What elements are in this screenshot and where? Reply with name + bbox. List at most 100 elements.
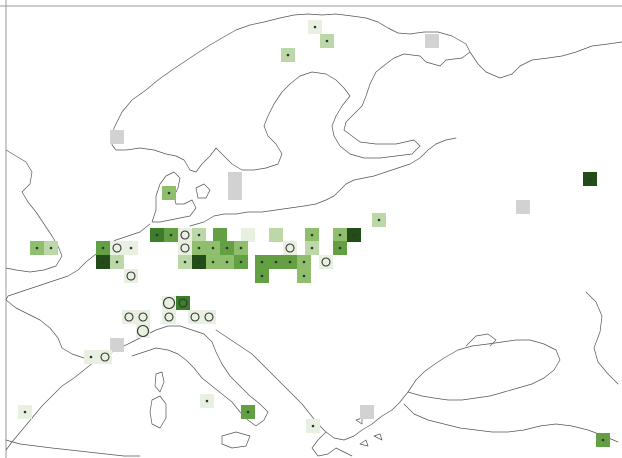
grid-cell-shade-2[interactable]: [269, 228, 283, 242]
cell-ring-marker: [138, 312, 148, 322]
coast-italy: [119, 325, 269, 427]
grid-cell-shade-1[interactable]: [136, 324, 150, 338]
coast-turkey: [403, 403, 619, 443]
cell-dot-marker: [225, 246, 229, 250]
coast-iberia-east: [5, 361, 95, 451]
cell-dot-marker: [310, 246, 314, 250]
cell-ring-marker: [180, 230, 190, 240]
cell-ring-marker: [321, 257, 331, 267]
coast-sardinia: [149, 395, 167, 429]
grid-cell-shade-4[interactable]: [213, 228, 227, 242]
grid-cell-shade-1[interactable]: [178, 241, 192, 255]
cell-dot-marker: [310, 233, 314, 237]
coast-zealand: [195, 183, 211, 199]
cell-dot-marker: [260, 274, 264, 278]
cell-dot-marker: [169, 233, 173, 237]
grid-cell-shade-1[interactable]: [162, 296, 176, 310]
coast-scandinavia: [111, 13, 471, 173]
cell-dot-marker: [197, 260, 201, 264]
cell-dot-marker: [377, 218, 381, 222]
cell-dot-marker: [197, 233, 201, 237]
grid-cell-shade-1[interactable]: [98, 350, 112, 364]
cell-dot-marker: [23, 410, 27, 414]
coast-white-sea: [469, 41, 622, 79]
cell-dot-marker: [601, 438, 605, 442]
cell-dot-marker: [129, 246, 133, 250]
coast-crimea: [465, 333, 497, 347]
cell-ring-marker: [178, 298, 188, 308]
cell-dot-marker: [101, 246, 105, 250]
cell-dot-marker: [211, 260, 215, 264]
grid-cell-shade-1[interactable]: [178, 228, 192, 242]
cell-dot-marker: [325, 39, 329, 43]
cell-dot-marker: [338, 233, 342, 237]
grid-cell-no-data[interactable]: [425, 34, 439, 48]
grid-cell-no-data[interactable]: [228, 172, 242, 186]
coast-aegean-islands: [355, 417, 383, 447]
cell-ring-marker: [190, 312, 200, 322]
coast-caspian: [585, 291, 619, 385]
grid-cell-shade-1[interactable]: [202, 310, 216, 324]
cell-dot-marker: [338, 246, 342, 250]
cell-dot-marker: [302, 274, 306, 278]
coast-black-sea: [407, 339, 561, 401]
cell-dot-marker: [313, 25, 317, 29]
grid-cell-no-data[interactable]: [110, 338, 124, 352]
cell-large-ring-marker: [162, 296, 176, 310]
cell-ring-marker: [285, 243, 295, 253]
cell-dot-marker: [239, 246, 243, 250]
coast-north-africa: [5, 439, 141, 457]
cell-ring-marker: [100, 352, 110, 362]
cell-large-ring-marker: [136, 324, 150, 338]
cell-dot-marker: [311, 424, 315, 428]
cell-dot-marker: [167, 191, 171, 195]
grid-cell-shade-5[interactable]: [176, 296, 190, 310]
grid-cell-shade-1[interactable]: [162, 310, 176, 324]
grid-cell-shade-1[interactable]: [319, 255, 333, 269]
grid-cells: [18, 20, 610, 447]
coast-sicily: [221, 431, 251, 449]
cell-dot-marker: [115, 260, 119, 264]
cell-dot-marker: [260, 260, 264, 264]
grid-cell-shade-1[interactable]: [283, 241, 297, 255]
cell-dot-marker: [35, 246, 39, 250]
cell-dot-marker: [588, 177, 592, 181]
cell-ring-marker: [204, 312, 214, 322]
cell-dot-marker: [274, 260, 278, 264]
cell-dot-marker: [183, 260, 187, 264]
cell-dot-marker: [205, 399, 209, 403]
cell-dot-marker: [352, 233, 356, 237]
grid-cell-no-data[interactable]: [360, 405, 374, 419]
grid-cell-shade-1[interactable]: [241, 228, 255, 242]
cell-ring-marker: [164, 312, 174, 322]
cell-dot-marker: [239, 260, 243, 264]
cell-dot-marker: [197, 246, 201, 250]
cell-dot-marker: [49, 246, 53, 250]
cell-ring-marker: [112, 243, 122, 253]
cell-dot-marker: [225, 260, 229, 264]
coast-great-britain: [5, 149, 63, 273]
coast-greece: [311, 431, 353, 457]
grid-cell-no-data[interactable]: [228, 186, 242, 200]
cell-dot-marker: [211, 246, 215, 250]
grid-cell-shade-1[interactable]: [188, 310, 202, 324]
cell-dot-marker: [89, 355, 93, 359]
cell-dot-marker: [302, 260, 306, 264]
cell-ring-marker: [180, 243, 190, 253]
cell-dot-marker: [101, 260, 105, 264]
grid-cell-shade-1[interactable]: [136, 310, 150, 324]
cell-ring-marker: [124, 312, 134, 322]
grid-cell-shade-1[interactable]: [124, 269, 138, 283]
grid-cell-shade-1[interactable]: [110, 241, 124, 255]
grid-cell-shade-1[interactable]: [122, 310, 136, 324]
grid-cell-no-data[interactable]: [110, 130, 124, 144]
grid-cell-no-data[interactable]: [516, 200, 530, 214]
cell-dot-marker: [288, 260, 292, 264]
cell-dot-marker: [246, 410, 250, 414]
cell-ring-marker: [126, 271, 136, 281]
coast-denmark: [151, 171, 197, 223]
cell-dot-marker: [155, 233, 159, 237]
